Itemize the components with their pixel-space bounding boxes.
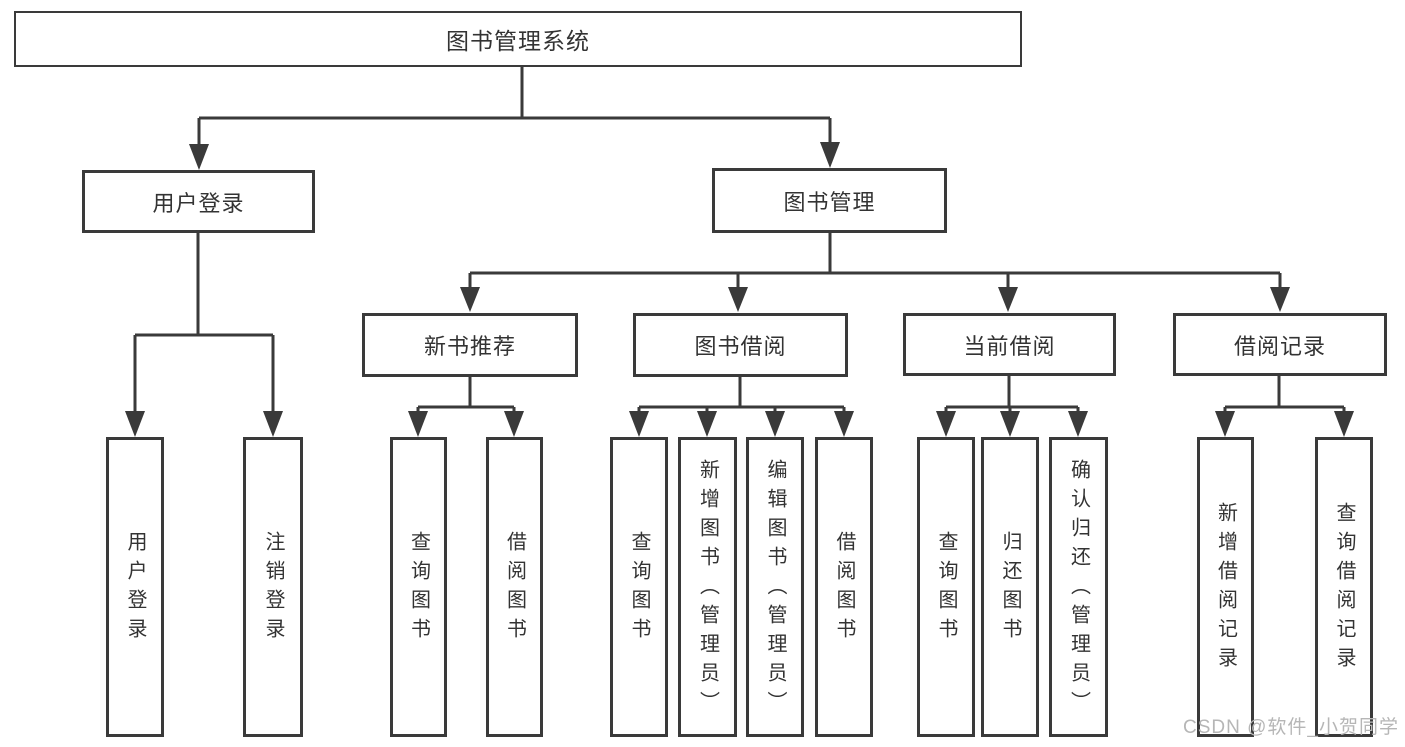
- node-label: 新增图书（管理员）: [696, 458, 719, 720]
- node-label: 借阅图书: [833, 531, 855, 647]
- node-label: 图书管理系统: [446, 28, 590, 54]
- leaf-query-books-1: 查询图书: [390, 437, 447, 737]
- node-label: 当前借阅: [963, 333, 1056, 359]
- leaf-edit-books-admin: 编辑图书（管理员）: [746, 437, 804, 737]
- leaf-add-borrow-record: 新增借阅记录: [1197, 437, 1254, 737]
- node-label: 编辑图书（管理员）: [764, 458, 786, 720]
- leaf-confirm-return-admin: 确认归还（管理员）: [1049, 437, 1108, 737]
- node-book-management: 图书管理: [712, 168, 947, 233]
- node-label: 借阅记录: [1233, 333, 1326, 359]
- leaf-logout: 注销登录: [243, 437, 303, 737]
- node-borrowing-records: 借阅记录: [1173, 313, 1387, 376]
- node-library-management-system: 图书管理系统: [14, 11, 1022, 67]
- node-label: 查询图书: [407, 531, 430, 647]
- leaf-borrow-books-1: 借阅图书: [486, 437, 543, 737]
- node-book-borrowing: 图书借阅: [633, 313, 848, 377]
- node-label: 归还图书: [999, 531, 1021, 647]
- leaf-user-login: 用户登录: [106, 437, 164, 737]
- leaf-add-books-admin: 新增图书（管理员）: [678, 437, 737, 737]
- csdn-watermark: CSDN @软件_小贺同学: [1183, 717, 1399, 738]
- leaf-query-borrow-record: 查询借阅记录: [1315, 437, 1373, 737]
- leaf-query-books-2: 查询图书: [610, 437, 668, 737]
- arrowhead-icons: [125, 142, 1354, 437]
- leaf-return-books: 归还图书: [981, 437, 1039, 737]
- node-label: 查询图书: [628, 531, 650, 647]
- node-label: 注销登录: [262, 531, 284, 647]
- node-user-login: 用户登录: [82, 170, 315, 233]
- leaf-borrow-books-2: 借阅图书: [815, 437, 873, 737]
- node-label: 用户登录: [124, 531, 146, 647]
- node-label: 图书借阅: [694, 334, 787, 359]
- node-new-book-recommend: 新书推荐: [362, 313, 578, 377]
- node-label: 新增借阅记录: [1214, 502, 1237, 676]
- node-label: 图书管理: [783, 189, 876, 215]
- node-label: 用户登录: [152, 190, 245, 216]
- node-label: 查询图书: [935, 531, 957, 647]
- node-current-borrowing: 当前借阅: [903, 313, 1116, 376]
- leaf-query-books-3: 查询图书: [917, 437, 975, 737]
- node-label: 新书推荐: [423, 334, 516, 359]
- node-label: 确认归还（管理员）: [1067, 458, 1090, 720]
- node-label: 查询借阅记录: [1333, 502, 1355, 676]
- node-label: 借阅图书: [503, 531, 526, 647]
